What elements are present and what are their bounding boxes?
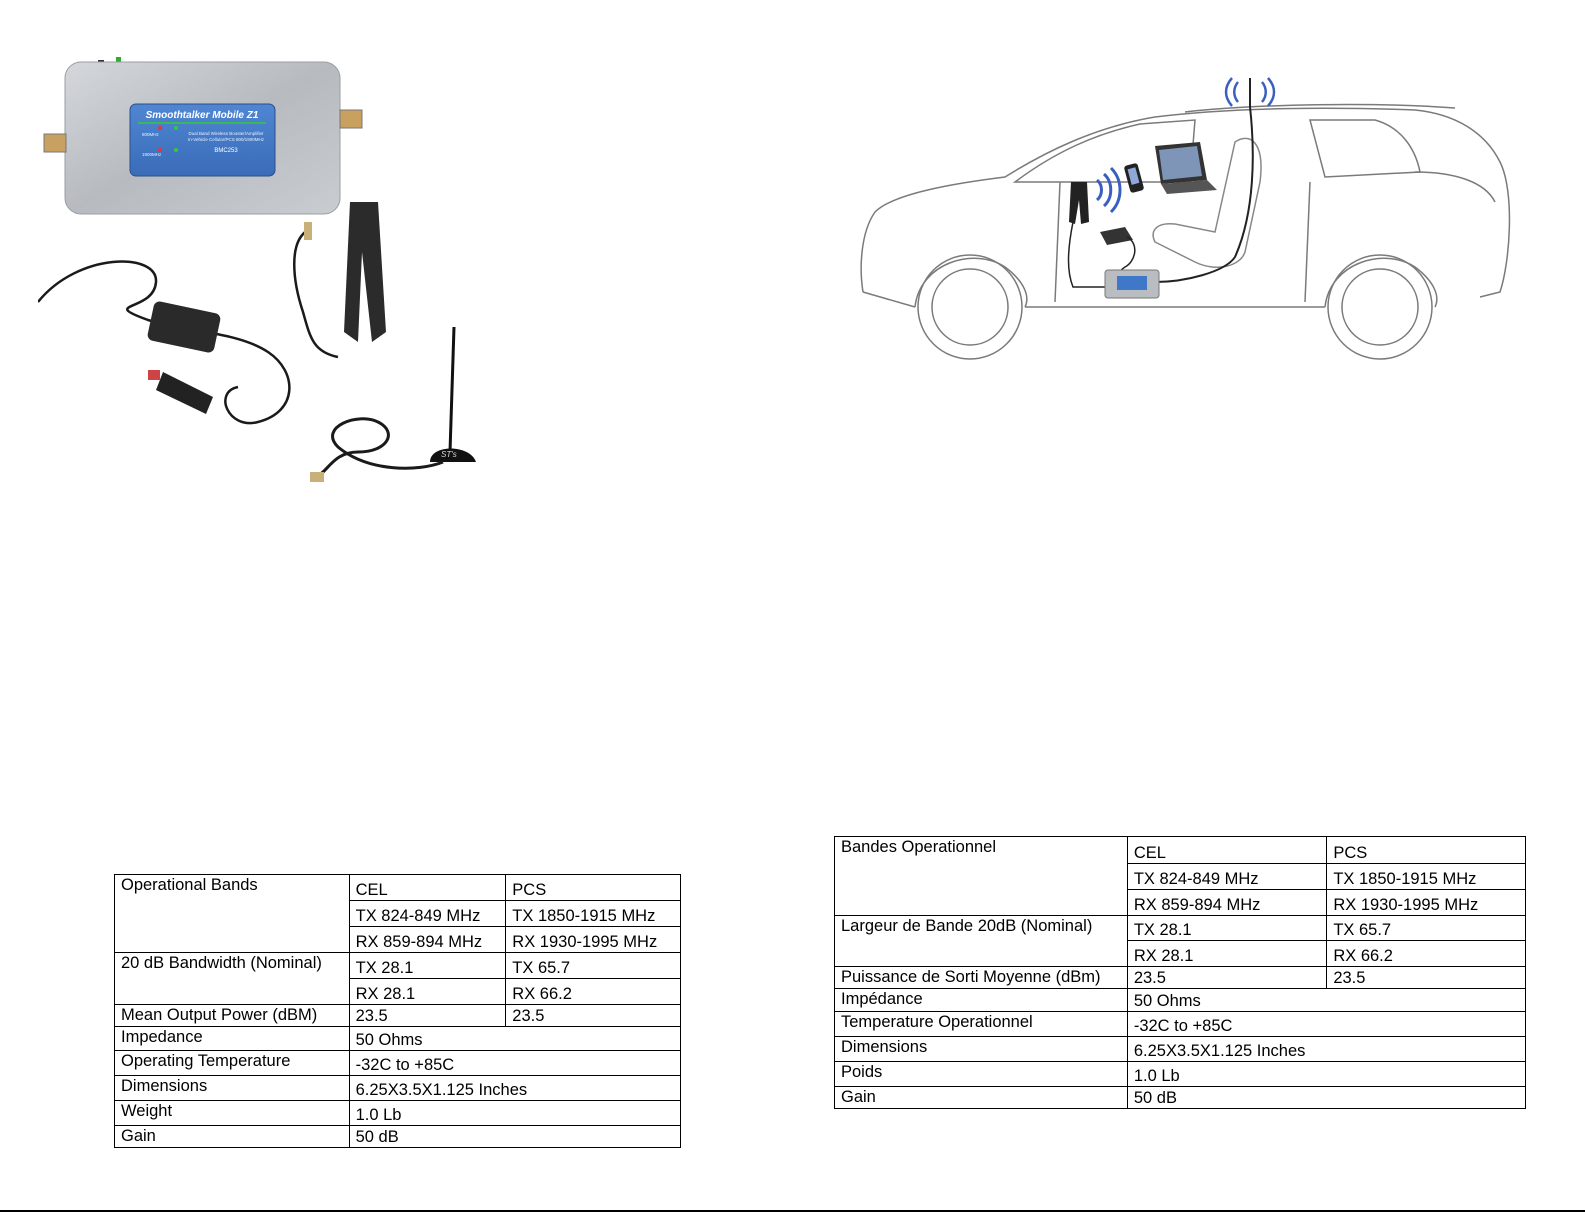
label-cell: Gain [834, 1086, 1128, 1109]
table-row: Dimensions 6.25X3.5X1.125 Inches [834, 1036, 1527, 1062]
value-cell: 23.5 [1126, 966, 1328, 989]
page-bottom-rule [0, 1210, 1585, 1212]
value-cell: RX 859-894 MHz [348, 926, 507, 953]
value-cell: RX 66.2 [1326, 940, 1526, 967]
car-installation-diagram [860, 77, 1511, 360]
window-clip-antenna [293, 202, 386, 359]
spec-table-french: Bandes Operationnel CEL PCS TX 824-849 M… [834, 836, 1527, 1109]
value-cell: 6.25X3.5X1.125 Inches [1126, 1036, 1527, 1062]
table-row: 20 dB Bandwidth (Nominal) TX 28.1 TX 65.… [114, 952, 681, 1005]
table-row: RX 28.1 RX 66.2 [115, 978, 681, 1005]
value-cell: 23.5 [505, 1004, 681, 1027]
table-row: Mean Output Power (dBM) 23.5 23.5 [114, 1004, 681, 1027]
model-number: BMC253 [214, 148, 238, 154]
value-cell: RX 1930-1995 MHz [505, 926, 681, 953]
value-cell: TX 28.1 [348, 952, 507, 979]
value-cell: -32C to +85C [348, 1050, 682, 1076]
label-cell: Operating Temperature [114, 1050, 350, 1076]
label-cell: Puissance de Sorti Moyenne (dBm) [834, 966, 1128, 989]
device-subtitle-2: In-Vehicle Cellular/PCS 800/1900MHz [188, 137, 265, 142]
table-row: Poids 1.0 Lb [834, 1061, 1527, 1087]
value-cell: TX 28.1 [1126, 915, 1328, 941]
table-row: Impédance 50 Ohms [834, 988, 1527, 1012]
band-label-1: 800MHz [142, 132, 160, 137]
table-row: Operating Temperature -32C to +85C [114, 1050, 682, 1076]
laptop-icon [1155, 142, 1217, 194]
table-row: Temperature Operationnel -32C to +85C [834, 1011, 1527, 1037]
table-row: RX 859-894 MHz RX 1930-1995 MHz [835, 889, 1526, 916]
value-cell: TX 65.7 [1326, 915, 1526, 941]
power-adapter [38, 260, 291, 425]
value-cell: TX 824-849 MHz [348, 900, 507, 927]
value-cell: 1.0 Lb [1126, 1061, 1527, 1087]
label-cell: Largeur de Bande 20dB (Nominal) [834, 915, 1128, 967]
label-cell: Weight [114, 1100, 350, 1126]
value-cell: PCS [1326, 836, 1526, 864]
value-cell: 50 dB [348, 1125, 682, 1148]
car-outline [860, 103, 1511, 360]
device-subtitle: Dual Band Wireless Booster/Amplifier [188, 131, 264, 136]
magnetic-antenna: ST's [310, 326, 476, 482]
table-row: TX 824-849 MHz TX 1850-1915 MHz [115, 900, 681, 927]
value-cell: 23.5 [1326, 966, 1526, 989]
value-cell: RX 1930-1995 MHz [1326, 889, 1526, 916]
value-cell: 50 Ohms [348, 1026, 682, 1051]
value-cell: PCS [505, 874, 681, 901]
table-row: TX 824-849 MHz TX 1850-1915 MHz [835, 863, 1526, 890]
value-cell: CEL [348, 874, 507, 901]
label-cell: Impedance [114, 1026, 350, 1051]
label-cell: Gain [114, 1125, 350, 1148]
table-row: RX 28.1 RX 66.2 [835, 940, 1526, 967]
value-cell: TX 1850-1915 MHz [505, 900, 681, 927]
value-cell: CEL [1126, 836, 1328, 864]
label-cell: Dimensions [834, 1036, 1128, 1062]
value-cell: TX 1850-1915 MHz [1326, 863, 1526, 890]
value-cell: RX 28.1 [348, 978, 507, 1005]
label-cell: Mean Output Power (dBM) [114, 1004, 350, 1027]
value-cell: RX 859-894 MHz [1126, 889, 1328, 916]
table-row: Gain 50 dB [114, 1125, 682, 1148]
label-cell: Operational Bands [114, 874, 350, 953]
antenna-logo: ST's [441, 450, 457, 459]
value-cell: TX 824-849 MHz [1126, 863, 1328, 890]
amplifier-unit: Smoothtalker Mobile Z1 Dual Band Wireles… [43, 57, 363, 215]
window-clip-icon [1067, 182, 1105, 288]
value-cell: 50 dB [1126, 1086, 1527, 1109]
amplifier-icon [1104, 269, 1160, 299]
label-cell: 20 dB Bandwidth (Nominal) [114, 952, 350, 1005]
signal-waves-icon [1095, 166, 1122, 214]
table-row: Puissance de Sorti Moyenne (dBm) 23.5 23… [834, 966, 1526, 989]
label-cell: Impédance [834, 988, 1128, 1012]
table-row: Bandes Operationnel CEL PCS [834, 836, 1526, 916]
table-row: Gain 50 dB [834, 1086, 1527, 1109]
value-cell: TX 65.7 [505, 952, 681, 979]
roof-antenna-icon [1154, 77, 1276, 283]
table-row: Largeur de Bande 20dB (Nominal) TX 28.1 … [834, 915, 1526, 967]
product-kit-illustration: Smoothtalker Mobile Z1 Dual Band Wireles… [38, 57, 476, 482]
label-cell: Temperature Operationnel [834, 1011, 1128, 1037]
table-row: Operational Bands CEL PCS [114, 874, 681, 953]
value-cell: 50 Ohms [1126, 988, 1527, 1012]
table-row: Weight 1.0 Lb [114, 1100, 682, 1126]
table-row: Impedance 50 Ohms [114, 1026, 682, 1051]
label-cell: Poids [834, 1061, 1128, 1087]
value-cell: 6.25X3.5X1.125 Inches [348, 1075, 682, 1101]
label-cell: Bandes Operationnel [834, 836, 1128, 916]
value-cell: 23.5 [348, 1004, 507, 1027]
value-cell: RX 28.1 [1126, 940, 1328, 967]
label-cell: Dimensions [114, 1075, 350, 1101]
spec-table-english: Operational Bands CEL PCS TX 824-849 MHz… [114, 874, 682, 1148]
band-label-2: 1900MHz [142, 152, 162, 157]
phone-icon [1124, 163, 1144, 193]
device-title: Smoothtalker Mobile Z1 [146, 110, 259, 121]
value-cell: -32C to +85C [1126, 1011, 1527, 1037]
value-cell: RX 66.2 [505, 978, 681, 1005]
table-row: Dimensions 6.25X3.5X1.125 Inches [114, 1075, 682, 1101]
value-cell: 1.0 Lb [348, 1100, 682, 1126]
